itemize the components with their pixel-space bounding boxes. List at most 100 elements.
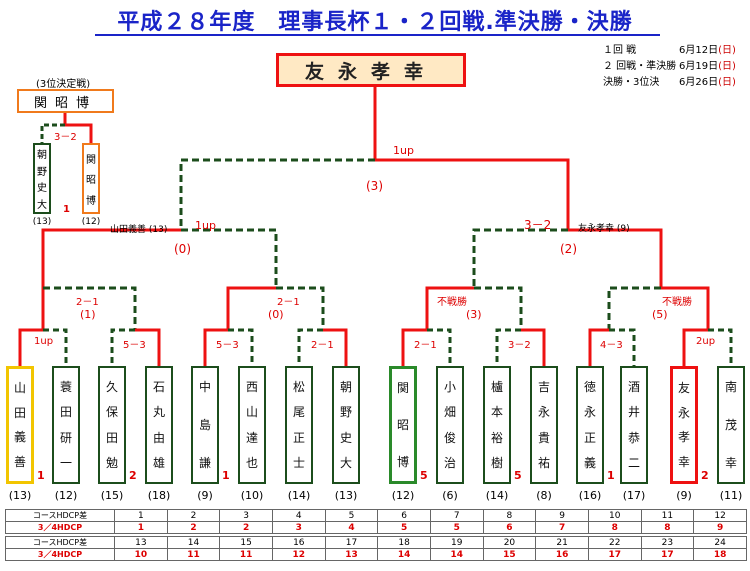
three-quarter-hdcp-cell: 5 <box>429 521 484 534</box>
three-quarter-hdcp-cell: 15 <box>482 548 537 561</box>
three-quarter-hdcp-cell: 7 <box>535 521 589 534</box>
player-seed: (8) <box>536 489 552 502</box>
course-hdcp-cell: 8 <box>482 509 537 522</box>
course-hdcp-cell: 3 <box>219 509 273 522</box>
player-name-char: 徳 <box>583 380 596 395</box>
r1-m6-score: 3－2 <box>508 340 531 351</box>
player-name-char: 田 <box>59 405 72 420</box>
qf1-loser <box>43 286 137 330</box>
course-hdcp-cell: 1 <box>114 509 168 522</box>
course-hdcp-cell: 17 <box>324 536 379 549</box>
semi-left-paren: (0) <box>174 242 191 256</box>
player-name-char: 永 <box>583 405 596 420</box>
qf3-paren: (3) <box>466 308 482 321</box>
player-box: 櫨本裕樹 <box>483 366 511 484</box>
player-name-char: 関 <box>396 380 409 395</box>
qf3-loser <box>474 286 523 330</box>
row-label: 3／4HDCP <box>5 521 115 534</box>
semi-left-score: 1up <box>195 219 216 232</box>
schedule-date: 6月12日 <box>679 45 719 56</box>
schedule-round2: ２ 回戦・準決勝 6月19日(日) <box>603 57 748 72</box>
third-place-left-box: 朝野史大 <box>33 143 51 214</box>
final-left-branch <box>179 158 375 230</box>
schedule-day: (日) <box>718 61 736 72</box>
player-name-char: 井 <box>627 405 640 420</box>
player-seed: (14) <box>485 489 509 502</box>
course-hdcp-cell: 6 <box>377 509 431 522</box>
course-hdcp-cell: 7 <box>429 509 484 522</box>
third-right-seed: (12) <box>81 217 101 227</box>
player-box: 朝野史大 <box>332 366 360 484</box>
player-name-char: 永 <box>677 405 690 420</box>
player-name-char: 由 <box>152 430 165 445</box>
r1-m2-loser <box>110 328 135 366</box>
player-result-mark: 1 <box>222 469 230 482</box>
semi-right-loser <box>472 228 568 288</box>
row-label: コースHDCP差 <box>5 509 115 522</box>
course-hdcp-cell: 16 <box>271 536 326 549</box>
third-left-char: 史 <box>37 183 47 195</box>
third-place-heading: (3位決定戦) <box>36 79 91 90</box>
player-box: 久保田勉 <box>98 366 126 484</box>
three-quarter-hdcp-cell: 12 <box>271 548 326 561</box>
player-name-char: 士 <box>292 455 305 470</box>
player-name-char: 義 <box>583 455 596 470</box>
three-quarter-hdcp-cell: 8 <box>587 521 642 534</box>
player-name-char: 博 <box>396 455 409 470</box>
three-quarter-hdcp-cell: 1 <box>114 521 168 534</box>
player-name-char: 本 <box>490 405 503 420</box>
player-name-char: 謙 <box>198 456 211 470</box>
semi-right-paren: (2) <box>560 242 577 256</box>
r1-m8-winner <box>682 328 708 366</box>
player-name-char: 樹 <box>490 455 503 470</box>
player-name-char: 恭 <box>627 430 640 445</box>
player-seed: (11) <box>719 489 743 502</box>
third-left-seed: (13) <box>32 217 52 227</box>
player-box: 山田義善 <box>6 366 34 484</box>
player-result-mark: 1 <box>37 469 45 482</box>
schedule-label: １回 戦 <box>603 45 637 56</box>
row-label: コースHDCP差 <box>5 536 115 549</box>
three-quarter-hdcp-cell: 5 <box>377 521 431 534</box>
three-quarter-hdcp-cell: 4 <box>324 521 379 534</box>
final-score: 1up <box>393 144 414 157</box>
third-loser <box>40 123 65 143</box>
player-seed: (9) <box>197 489 213 502</box>
three-quarter-hdcp-cell: 17 <box>640 548 695 561</box>
r1-m7-loser <box>609 328 636 366</box>
player-name-char: 吉 <box>537 380 550 395</box>
player-box: 中島謙 <box>191 366 219 484</box>
player-seed: (18) <box>147 489 171 502</box>
player-seed: (17) <box>622 489 646 502</box>
player-name-char: 義 <box>13 430 26 445</box>
course-hdcp-cell: 10 <box>587 509 642 522</box>
r1-m3-score: 5－3 <box>216 340 239 351</box>
player-box: 友永孝幸 <box>670 366 698 484</box>
three-quarter-hdcp-cell: 11 <box>219 548 273 561</box>
player-name-char: 丸 <box>152 405 165 420</box>
course-hdcp-cell: 23 <box>640 536 695 549</box>
third-left-char: 大 <box>37 199 47 211</box>
course-hdcp-cell: 24 <box>693 536 747 549</box>
qf1-paren: (1) <box>80 308 96 321</box>
third-place-score: 3－2 <box>54 132 77 143</box>
player-name-char: 保 <box>105 405 118 420</box>
final-right-branch <box>375 158 570 230</box>
qf2-paren: (0) <box>268 308 284 321</box>
r1-m5-score: 2－1 <box>414 340 437 351</box>
schedule-label: ２ 回戦・準決勝 <box>603 61 677 72</box>
schedule-day: (日) <box>718 45 736 56</box>
player-result-mark: 5 <box>420 469 428 482</box>
player-name-char: 孝 <box>677 430 690 445</box>
player-name-char: 大 <box>339 455 352 470</box>
player-box: 酒井恭二 <box>620 366 648 484</box>
course-hdcp-cell: 18 <box>377 536 431 549</box>
r1-m1-winner <box>18 328 43 366</box>
player-name-char: 永 <box>537 405 550 420</box>
r1-m6-winner <box>521 328 546 366</box>
player-box: 関昭博 <box>389 366 417 484</box>
player-seed: (13) <box>334 489 358 502</box>
qf4-winner <box>661 286 710 330</box>
player-seed: (10) <box>240 489 264 502</box>
